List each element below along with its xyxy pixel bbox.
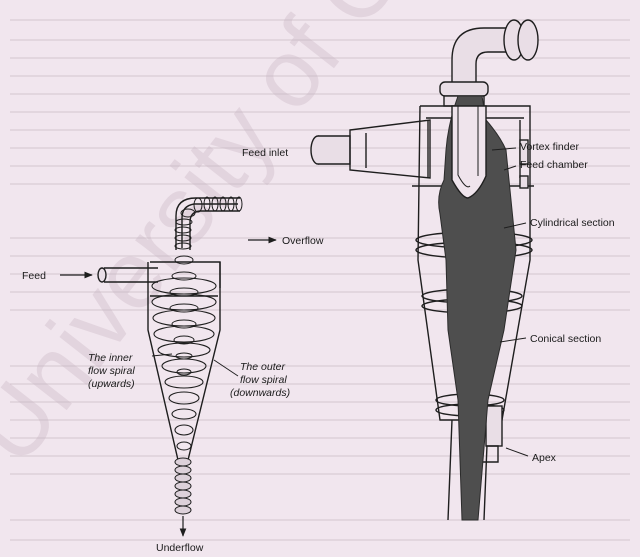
feed-inlet-pipe <box>311 120 430 178</box>
label-inner-spiral-line2: flow spiral <box>88 365 135 377</box>
label-cylindrical-section: Cylindrical section <box>530 217 615 229</box>
label-inner-spiral-line3: (upwards) <box>88 378 135 390</box>
label-outer-spiral-line3: (downwards) <box>230 387 290 399</box>
label-underflow: Underflow <box>156 542 204 554</box>
underflow-coil <box>175 458 191 514</box>
label-vortex-finder: Vortex finder <box>520 141 579 153</box>
watermark-text: University of Ca <box>0 0 454 483</box>
label-inner-spiral-line1: The inner <box>88 352 133 364</box>
vortex-finder-tube <box>452 106 486 198</box>
label-feed: Feed <box>22 270 46 282</box>
label-outer-spiral-line2: flow spiral <box>240 374 287 386</box>
label-apex: Apex <box>532 452 557 464</box>
label-overflow: Overflow <box>282 235 324 247</box>
label-conical-section: Conical section <box>530 333 601 345</box>
label-feed-inlet: Feed inlet <box>242 147 288 159</box>
label-feed-chamber: Feed chamber <box>520 159 588 171</box>
label-outer-spiral-line1: The outer <box>240 361 285 373</box>
top-elbow-pipe <box>440 20 538 106</box>
